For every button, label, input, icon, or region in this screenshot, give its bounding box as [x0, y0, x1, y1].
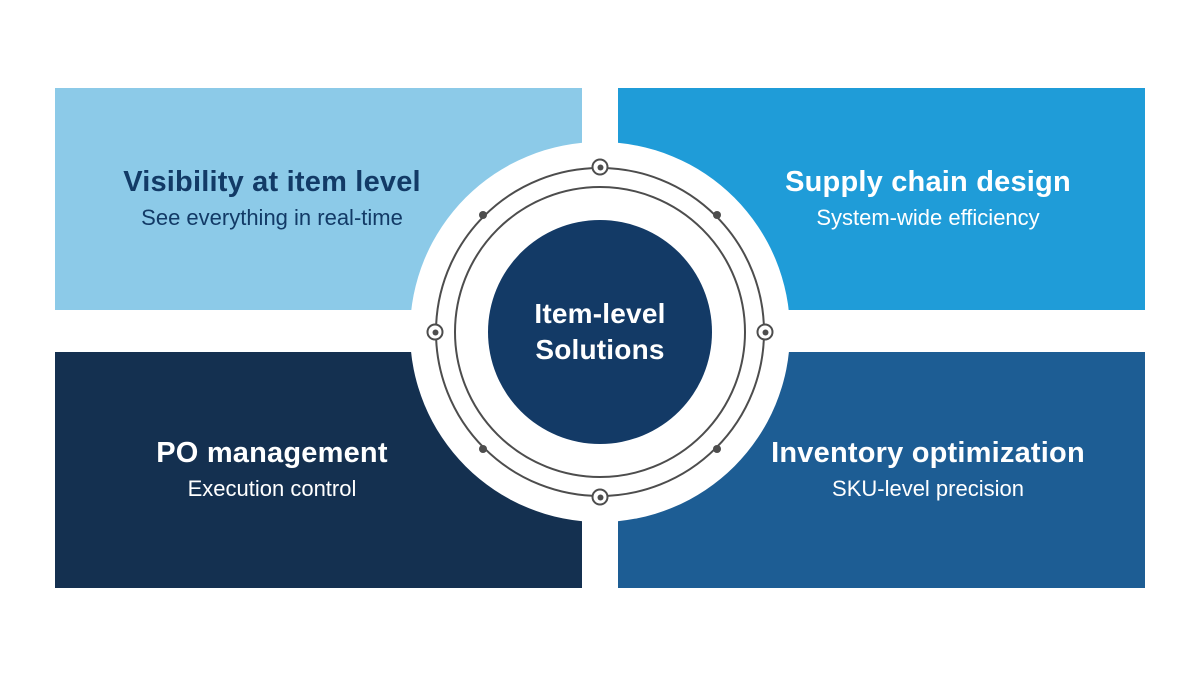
quadrant-supply-chain-text: Supply chain design System-wide efficien…	[711, 88, 1145, 310]
center-label-line2: Solutions	[535, 334, 665, 365]
center-label-line1: Item-level	[534, 297, 666, 329]
ring-dot-southwest-icon	[479, 445, 487, 453]
quadrant-subtitle: See everything in real-time	[141, 204, 403, 230]
ring-node-top-icon	[591, 158, 609, 176]
inner-ring	[454, 186, 746, 478]
center-circle: Item-level Solutions	[488, 220, 712, 444]
quadrant-subtitle: SKU-level precision	[832, 475, 1024, 501]
ring-node-bottom-icon	[591, 488, 609, 506]
quadrant-po-management-text: PO management Execution control	[55, 352, 489, 588]
ring-dot-southeast-icon	[713, 445, 721, 453]
ring-dot-northwest-icon	[479, 211, 487, 219]
ring-node-right-icon	[756, 323, 774, 341]
quadrant-title: Visibility at item level	[123, 165, 421, 198]
quadrant-title: PO management	[156, 436, 388, 469]
quadrant-subtitle: Execution control	[187, 475, 357, 501]
ring-node-left-icon	[426, 323, 444, 341]
quadrant-inventory-text: Inventory optimization SKU-level precisi…	[711, 352, 1145, 588]
center-label: Item-level Solutions	[534, 296, 665, 369]
quadrant-title: Inventory optimization	[771, 436, 1085, 469]
quadrant-subtitle: System-wide efficiency	[816, 204, 1040, 230]
ring-dot-northeast-icon	[713, 211, 721, 219]
quadrant-title: Supply chain design	[785, 165, 1071, 198]
quadrant-visibility-text: Visibility at item level See everything …	[55, 88, 489, 310]
